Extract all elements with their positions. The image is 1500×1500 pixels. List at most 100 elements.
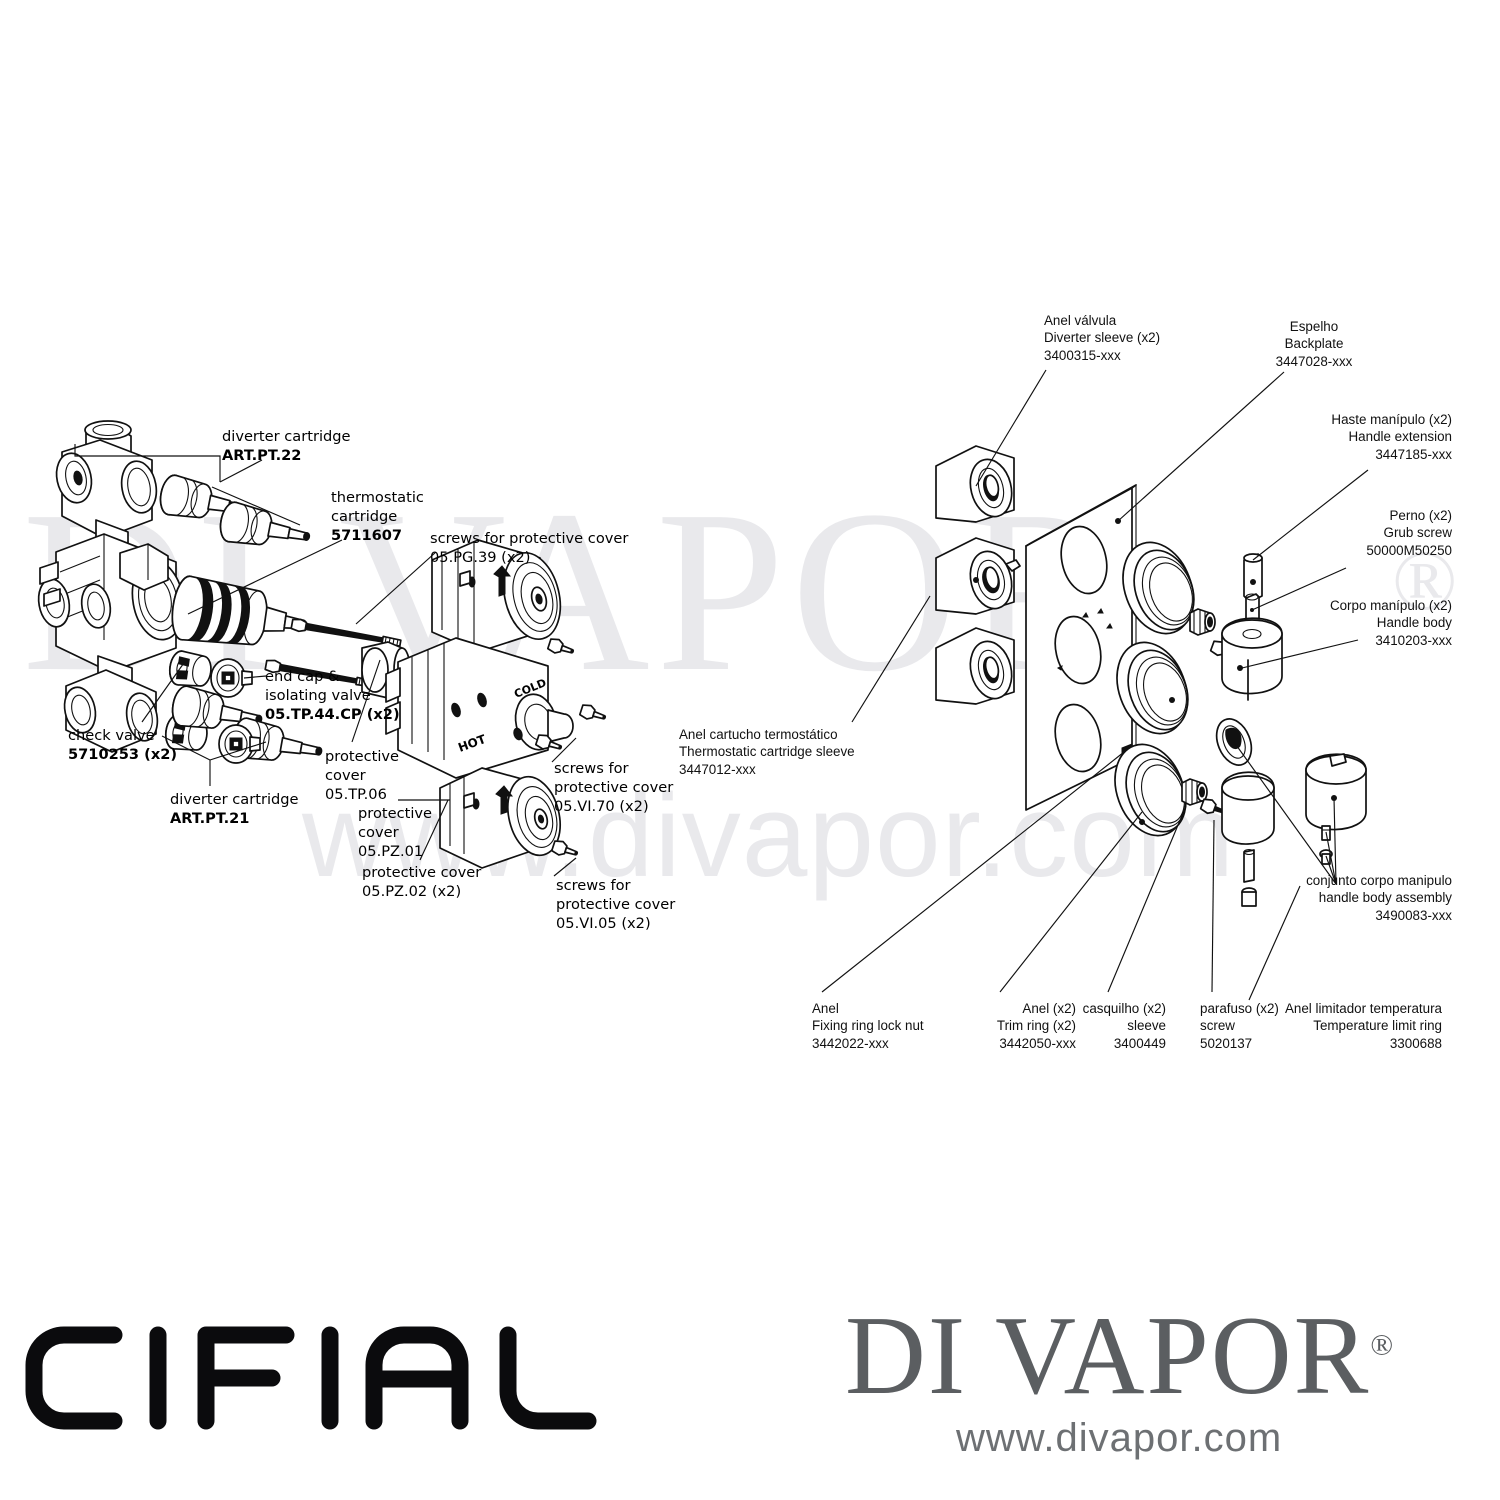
- fixing-ring-lock-nut-part: [1102, 733, 1198, 847]
- callout-line: protective cover: [556, 895, 676, 913]
- callout-line: cartridge: [331, 507, 398, 525]
- leader-lines-left: [74, 444, 577, 877]
- thermostatic-cartridge-part: [171, 575, 307, 646]
- callout-line: 05.PZ.01: [358, 842, 424, 860]
- callout-handle-body-assembly: conjunto corpo manipulo handle body assem…: [1236, 872, 1452, 924]
- sleeve-b: [1181, 778, 1208, 806]
- callout-line: Perno (x2): [1389, 508, 1452, 523]
- callout-line: Anel cartucho termostático: [679, 727, 838, 742]
- handle-body-lower: [1221, 771, 1275, 907]
- callout-line: end cap &: [265, 668, 340, 685]
- protective-cover-assembly: HOT COLD: [385, 539, 574, 869]
- handle-body-upper: [1221, 617, 1283, 701]
- callout-line: conjunto corpo manipulo: [1306, 873, 1452, 888]
- valve-body-group: [37, 420, 185, 753]
- callout-line: ART.PT.21: [170, 809, 250, 827]
- callout-line: 5020137: [1200, 1035, 1253, 1051]
- callout-line: handle body assembly: [1318, 890, 1452, 906]
- handle-body-assembly-part: [1305, 753, 1367, 865]
- handle-extension-a: [1243, 553, 1263, 603]
- callout-line: 3447012-xxx: [679, 761, 756, 777]
- callout-line: Anel (x2): [1022, 1001, 1076, 1016]
- callout-line: protective cover: [554, 778, 674, 796]
- divapor-wordmark-text: DI VAPOR: [845, 1294, 1371, 1418]
- screw-pg39-b: [264, 659, 376, 688]
- end-cap-isolating-valve-b: [218, 724, 261, 764]
- callout-line: Temperature limit ring: [1313, 1018, 1442, 1034]
- sleeve-a: [1189, 608, 1216, 636]
- callout-line: isolating valve: [265, 686, 371, 704]
- callout-line: screws for: [556, 877, 631, 894]
- callout-line: 5710253 (x2): [68, 745, 178, 763]
- diverter-sleeve-b: [935, 627, 1019, 705]
- callout-trim-ring: Anel (x2)Trim ring (x2)3442050-xxx: [962, 1000, 1076, 1052]
- callout-line: 3400315-xxx: [1044, 347, 1121, 363]
- divapor-logo: DI VAPOR® www.divapor.com: [845, 1300, 1393, 1461]
- callout-line: parafuso (x2): [1200, 1001, 1279, 1016]
- callout-line: 50000M50250: [1366, 542, 1452, 558]
- screw-parafuso-b: [1199, 798, 1225, 815]
- callout-line: thermostatic: [331, 489, 424, 506]
- callout-line: ART.PT.22: [222, 446, 302, 464]
- callout-line: Thermostatic cartridge sleeve: [679, 744, 855, 760]
- backplate-part: [1025, 483, 1137, 811]
- callout-line: diverter cartridge: [222, 428, 351, 445]
- callout-line: check valve: [68, 727, 155, 744]
- trim-ring-b: [1104, 631, 1200, 745]
- callout-line: 3442022-xxx: [812, 1035, 889, 1051]
- callout-line: Handle extension: [1348, 429, 1452, 445]
- callout-line: 05.VI.05 (x2): [556, 914, 651, 932]
- callout-line: screws for protective cover: [430, 530, 629, 547]
- callout-line: 5711607: [331, 526, 403, 544]
- callout-line: Fixing ring lock nut: [812, 1018, 924, 1034]
- cifial-wordmark-icon: [25, 1326, 597, 1430]
- screw-pg39-a: [290, 618, 402, 647]
- callout-line: Grub screw: [1383, 525, 1452, 541]
- callout-line: 05.TP.06: [325, 785, 387, 803]
- callout-line: diverter cartridge: [170, 791, 299, 808]
- callout-line: screws for: [554, 760, 629, 777]
- cifial-logo: [18, 1318, 666, 1443]
- callout-line: 3447185-xxx: [1375, 446, 1452, 462]
- callout-line: Diverter sleeve (x2): [1044, 330, 1161, 346]
- callout-line: 05.VI.70 (x2): [554, 797, 649, 815]
- callout-line: Corpo manípulo (x2): [1329, 598, 1452, 613]
- callout-line: Anel: [812, 1001, 839, 1016]
- callout-line: 05.TP.44.CP (x2): [265, 705, 400, 723]
- divapor-wordmark: DI VAPOR®: [845, 1300, 1393, 1412]
- divapor-url: www.divapor.com: [955, 1416, 1283, 1460]
- callout-line: cover: [325, 766, 366, 784]
- callout-line: Espelho: [1289, 319, 1339, 334]
- callout-line: Haste manípulo (x2): [1331, 412, 1452, 427]
- callout-line: protective: [358, 805, 432, 822]
- screw-vi70-a: [546, 636, 577, 660]
- callout-line: 3400449: [1113, 1035, 1166, 1051]
- callout-line: 3490083-xxx: [1375, 907, 1452, 923]
- check-valve-a: [168, 650, 212, 687]
- callout-line: Backplate: [1284, 336, 1344, 352]
- callout-line: sleeve: [1127, 1018, 1166, 1034]
- thermostatic-sleeve: [935, 537, 1021, 615]
- leader-lines-right: [821, 369, 1369, 1001]
- screw-vi70-b: [578, 702, 609, 726]
- screw-vi05-a: [550, 838, 581, 862]
- callout-line: Trim ring (x2): [996, 1018, 1076, 1034]
